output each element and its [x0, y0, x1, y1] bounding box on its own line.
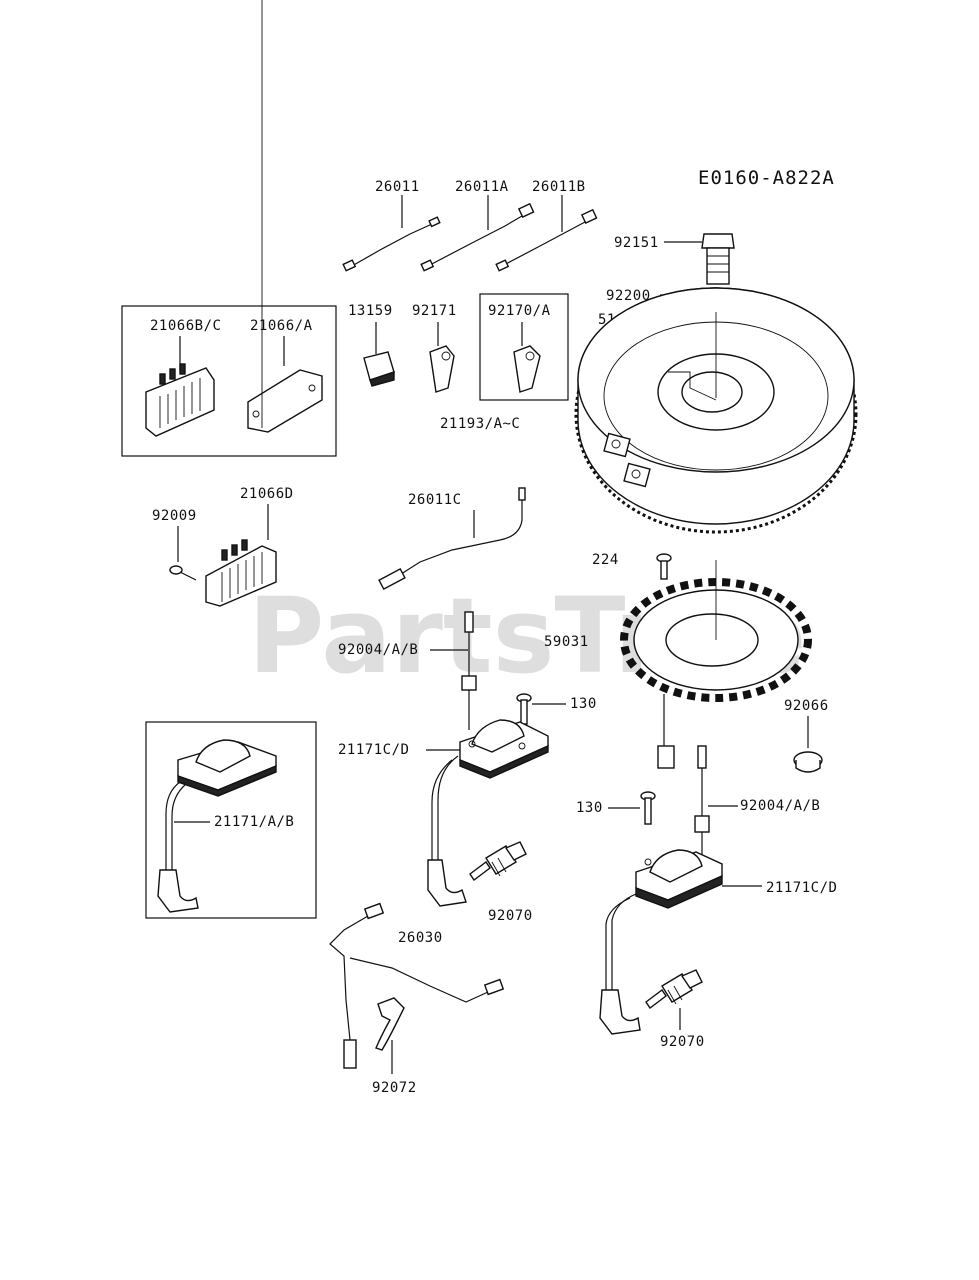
label-92170a: 92170/A: [488, 303, 551, 319]
plug-92004ab-1[interactable]: [430, 611, 477, 730]
label-26011c: 26011C: [408, 492, 462, 508]
wire-26011[interactable]: [342, 195, 441, 272]
ignition-coil-21171ab[interactable]: [157, 739, 277, 913]
harness-26030[interactable]: [329, 902, 505, 1069]
label-21193: 21193/A~C: [440, 416, 520, 432]
label-21171cd-2: 21171C/D: [766, 880, 837, 896]
stator-59031[interactable]: [620, 560, 812, 769]
regulator-21066d[interactable]: [205, 504, 277, 607]
flywheel-21193[interactable]: [574, 287, 858, 534]
label-59031: 59031: [544, 634, 589, 650]
grommet-92066[interactable]: [793, 716, 823, 773]
label-92066: 92066: [784, 698, 829, 714]
label-13159: 13159: [348, 303, 393, 319]
wire-26011c[interactable]: [378, 487, 526, 590]
screw-92009[interactable]: [169, 526, 197, 581]
clamp-92170a[interactable]: [513, 322, 541, 393]
label-26030: 26030: [398, 930, 443, 946]
wire-26011a[interactable]: [420, 195, 535, 272]
coil-box: [145, 721, 317, 919]
label-92151: 92151: [614, 235, 659, 251]
label-21066a: 21066/A: [250, 318, 313, 334]
label-21066d: 21066D: [240, 486, 294, 502]
regulator-box: [121, 305, 337, 457]
screw-224[interactable]: [656, 553, 672, 580]
wire-26011b[interactable]: [495, 195, 598, 272]
ignition-coil-21171cd-2[interactable]: [599, 849, 762, 1035]
label-92070-1: 92070: [488, 908, 533, 924]
label-21171ab: 21171/A/B: [214, 814, 294, 830]
label-26011: 26011: [375, 179, 420, 195]
label-21066bc: 21066B/C: [150, 318, 221, 334]
label-26011b: 26011B: [532, 179, 586, 195]
clamp-92072[interactable]: [375, 997, 405, 1074]
label-92171: 92171: [412, 303, 457, 319]
label-224: 224: [592, 552, 619, 568]
label-21171cd-1: 21171C/D: [338, 742, 409, 758]
regulator-21066bc[interactable]: [145, 336, 215, 437]
label-92072: 92072: [372, 1080, 417, 1096]
label-130-2: 130: [576, 800, 603, 816]
clamp-92171[interactable]: [429, 322, 455, 393]
clamp-box: [479, 293, 569, 401]
diagram-code: E0160-A822A: [698, 167, 835, 189]
label-92200: 92200: [606, 288, 651, 304]
label-92009: 92009: [152, 508, 197, 524]
bolt-130-1[interactable]: [516, 693, 566, 725]
label-130-1: 130: [570, 696, 597, 712]
label-26011a: 26011A: [455, 179, 509, 195]
plug-92004ab-2[interactable]: [694, 745, 738, 856]
spark-plug-92070-2[interactable]: [645, 969, 703, 1010]
regulator-21066a[interactable]: [247, 0, 323, 433]
bolt-130-2[interactable]: [608, 791, 656, 825]
ignition-coil-21171cd-1[interactable]: [426, 719, 549, 907]
spark-plug-92070-1[interactable]: [469, 841, 527, 882]
label-92070-2: 92070: [660, 1034, 705, 1050]
label-92004ab-2: 92004/A/B: [740, 798, 820, 814]
connector-13159[interactable]: [363, 322, 395, 387]
label-92004ab-1: 92004/A/B: [338, 642, 418, 658]
bolt-92151[interactable]: [664, 233, 735, 285]
